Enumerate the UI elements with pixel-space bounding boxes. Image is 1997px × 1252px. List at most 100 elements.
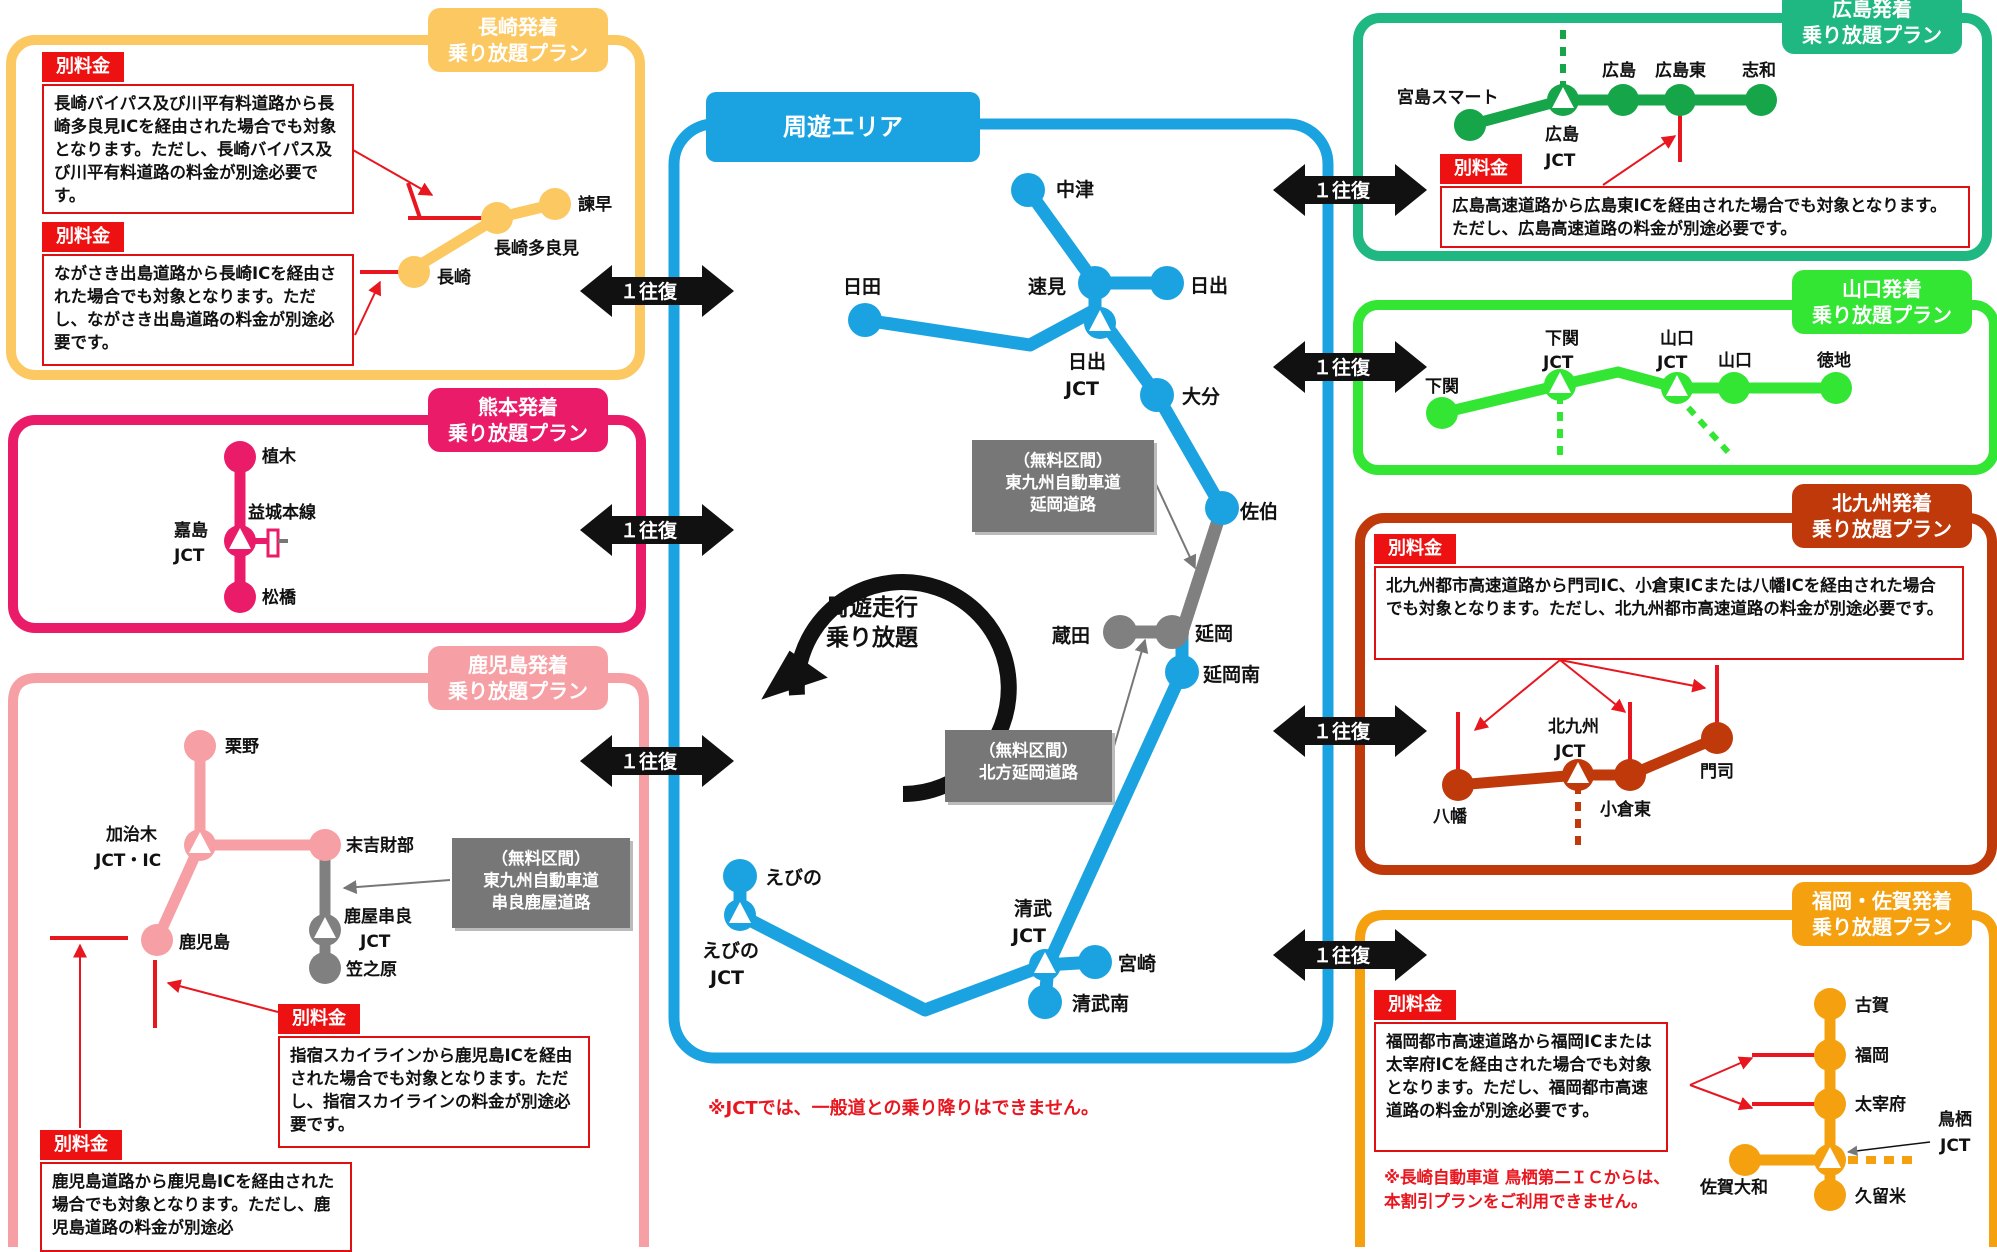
label-kitakyushu-jct-2: JCT	[1554, 742, 1586, 762]
label-kurata: 蔵田	[1052, 625, 1090, 647]
nagasaki-note-1: 長崎バイパス及び川平有料道路から長崎多良見ICを経由された場合でも対象となります…	[42, 84, 354, 214]
label-kitakyushu-jct-1: 北九州	[1548, 717, 1599, 737]
label-kokura-higashi: 小倉東	[1600, 799, 1651, 820]
label-kiyotake-jct-1: 清武	[1014, 897, 1052, 920]
kitakyushu-title-1: 北九州発着	[1832, 491, 1932, 515]
free-section-text: （無料区間）	[979, 741, 1078, 760]
label-kiyotake-minami: 清武南	[1072, 992, 1129, 1015]
hiroshima-network	[1454, 30, 1777, 186]
yamaguchi-title-1: 山口発着	[1842, 277, 1922, 301]
label-saiki: 佐伯	[1239, 500, 1278, 523]
label-ueki: 植木	[262, 446, 297, 467]
fukuoka-title: 福岡・佐賀発着 乗り放題プラン	[1792, 882, 1972, 946]
fukuoka-red-note: ※長崎自動車道 鳥栖第二ＩＣからは、 本割引プランをご利用できません。	[1384, 1166, 1670, 1214]
fukuoka-title-1: 福岡・佐賀発着	[1812, 889, 1952, 913]
extra-fee-tag: 別料金	[40, 1130, 122, 1160]
label-miyajima: 宮島スマート	[1397, 87, 1499, 108]
label-oita: 大分	[1182, 385, 1220, 408]
kumamoto-title-1: 熊本発着	[478, 395, 558, 419]
fukuoka-red-note-1: ※長崎自動車道 鳥栖第二ＩＣからは、	[1384, 1168, 1670, 1187]
label-ebino-jct-1: えびの	[702, 940, 759, 962]
extra-fee-tag: 別料金	[42, 52, 124, 82]
label-hiroshima-jct-2: JCT	[1544, 151, 1576, 171]
label-kanoya-1: 鹿屋串良	[344, 906, 412, 927]
label-tosu-2: JCT	[1939, 1136, 1971, 1156]
fukuoka-red-note-2: 本割引プランをご利用できません。	[1384, 1192, 1648, 1211]
round-trip-label: １往復	[1313, 944, 1371, 967]
label-yahata: 八幡	[1433, 806, 1468, 827]
free-section-box: （無料区間） 北方延岡道路	[945, 730, 1112, 802]
yamaguchi-title: 山口発着 乗り放題プラン	[1792, 270, 1972, 334]
kitakyushu-title: 北九州発着 乗り放題プラン	[1792, 484, 1972, 548]
station-nakatsu	[1011, 173, 1045, 207]
label-saga-yamato: 佐賀大和	[1699, 1177, 1768, 1198]
free-section-box: （無料区間） 東九州自動車道 延岡道路	[972, 440, 1154, 532]
kumamoto-network	[224, 441, 288, 613]
label-hiji-jct-1: 日出	[1068, 350, 1106, 373]
label-nagasaki: 長崎	[437, 267, 471, 288]
nagasaki-network	[352, 149, 571, 336]
extra-fee-tag: 別料金	[1440, 154, 1522, 184]
label-shimonoseki-jct-1: 下関	[1545, 329, 1579, 349]
station-ebino	[723, 859, 757, 893]
kagoshima-note-1: 指宿スカイラインから鹿児島ICを経由された場合でも対象となります。ただし、指宿ス…	[278, 1036, 590, 1148]
yamaguchi-network	[1426, 366, 1852, 460]
label-kajima-2: JCT	[173, 546, 205, 566]
nagasaki-title-1: 長崎発着	[478, 15, 558, 39]
extra-fee-tag: 別料金	[1374, 534, 1456, 564]
extra-fee-tag: 別料金	[278, 1004, 360, 1034]
label-hiroshima-higashi: 広島東	[1655, 60, 1706, 81]
round-trip-label: １往復	[1313, 720, 1371, 743]
extra-fee-tag: 別料金	[42, 222, 124, 252]
nagasaki-title: 長崎発着 乗り放題プラン	[428, 8, 608, 72]
free-section-text: 串良鹿屋道路	[491, 893, 591, 912]
kagoshima-note-2: 鹿児島道路から鹿児島ICを経由された場合でも対象となります。ただし、鹿児島道路の…	[40, 1162, 352, 1252]
free-section-box: （無料区間） 東九州自動車道 串良鹿屋道路	[452, 838, 630, 928]
label-koga: 古賀	[1855, 995, 1889, 1016]
label-sueyoshi: 末吉財部	[346, 835, 414, 856]
label-hita: 日田	[843, 276, 881, 298]
label-shiwa: 志和	[1742, 60, 1776, 81]
kitakyushu-title-2: 乗り放題プラン	[1812, 517, 1952, 541]
label-kagoshima: 鹿児島	[179, 932, 230, 953]
station-kiyotake-minami	[1028, 985, 1062, 1019]
label-tokuji: 徳地	[1816, 350, 1851, 371]
label-kanoya-2: JCT	[359, 932, 391, 952]
hiroshima-title: 広島発着 乗り放題プラン	[1782, 0, 1962, 54]
station-miyazaki	[1078, 945, 1112, 979]
round-trip-label: １往復	[620, 280, 678, 303]
label-shimonoseki-jct-2: JCT	[1542, 353, 1574, 373]
free-section-text: 北方延岡道路	[979, 763, 1078, 782]
yamaguchi-frame	[1353, 300, 1997, 475]
jct-notice: ※JCTでは、一般道との乗り降りはできません。	[708, 1098, 1099, 1119]
station-kurata	[1103, 615, 1137, 649]
hiroshima-note: 広島高速道路から広島東ICを経由された場合でも対象となります。ただし、広島高速道…	[1440, 186, 1970, 248]
label-shimonoseki: 下関	[1425, 377, 1459, 397]
label-yamaguchi-jct-1: 山口	[1660, 329, 1694, 349]
free-section-text: 延岡道路	[1030, 495, 1096, 514]
label-yamaguchi-jct-2: JCT	[1656, 353, 1688, 373]
label-hiji-jct-2: JCT	[1063, 378, 1099, 400]
label-kajima-1: 嘉島	[173, 520, 208, 541]
fukuoka-note: 福岡都市高速道路から福岡ICまたは太宰府ICを経由された場合でも対象となります。…	[1374, 1022, 1668, 1152]
label-hayami: 速見	[1028, 275, 1066, 298]
kagoshima-title-1: 鹿児島発着	[468, 653, 568, 677]
label-moji: 門司	[1700, 762, 1734, 782]
label-tarami: 長崎多良見	[494, 238, 579, 259]
label-nakatsu: 中津	[1056, 178, 1094, 201]
round-trip-label: １往復	[620, 750, 678, 773]
hiroshima-title-2: 乗り放題プラン	[1802, 23, 1942, 47]
kitakyushu-frame	[1355, 513, 1997, 875]
station-hita	[848, 303, 882, 337]
label-kurino: 栗野	[225, 737, 259, 757]
label-miyazaki: 宮崎	[1118, 952, 1156, 975]
loop-text-line-1: 周遊走行	[826, 595, 918, 621]
loop-text-line-2: 乗り放題	[826, 625, 918, 651]
label-fukuoka: 福岡	[1854, 1045, 1889, 1066]
fukuoka-network	[1689, 988, 1931, 1211]
label-hiroshima-jct-1: 広島	[1545, 124, 1579, 145]
hiroshima-title-1: 広島発着	[1832, 0, 1912, 21]
loop-text: 周遊走行 乗り放題	[802, 593, 942, 653]
yamaguchi-title-2: 乗り放題プラン	[1812, 303, 1952, 327]
